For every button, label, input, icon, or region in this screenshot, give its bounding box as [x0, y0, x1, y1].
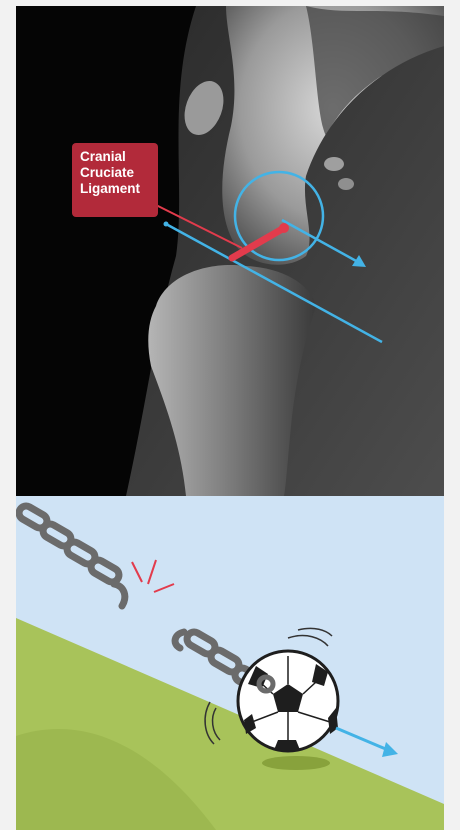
blue-arrow-icon — [336, 728, 388, 750]
red-impact-lines-icon — [132, 560, 174, 592]
blue-arrow-head — [382, 742, 398, 757]
fabella-bone — [338, 178, 354, 190]
soccer-ball-icon — [238, 651, 338, 751]
analogy-illustration-panel — [16, 496, 444, 830]
knee-xray-image — [16, 6, 444, 496]
ball-shadow — [262, 756, 330, 770]
ligament-label: Cranial Cruciate Ligament — [72, 143, 158, 217]
slope-line-end — [164, 222, 169, 227]
upper-chain — [17, 503, 125, 606]
ligament-attachment — [279, 223, 289, 233]
xray-panel: Cranial Cruciate Ligament — [16, 6, 444, 496]
chain-ball-illustration — [16, 496, 444, 830]
fabella-bone — [324, 157, 344, 171]
